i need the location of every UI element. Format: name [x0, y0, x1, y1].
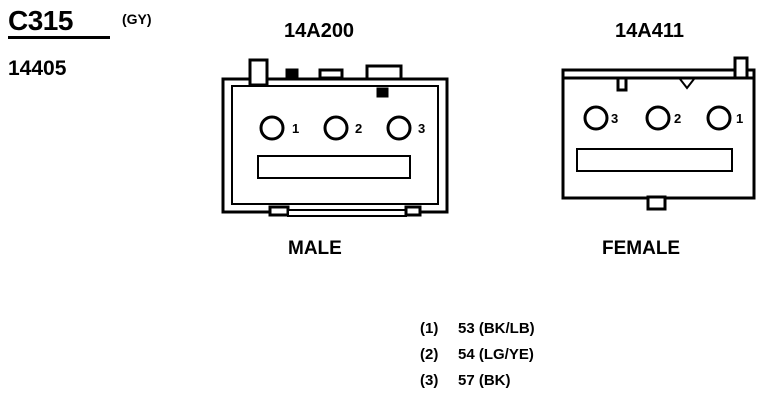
male-foot-2 — [287, 209, 407, 217]
female-pins: 3 2 1 — [583, 105, 743, 131]
male-pin-1-label: 1 — [292, 121, 299, 136]
wire-position: (1) — [420, 320, 439, 337]
male-pin-1-cavity — [259, 115, 285, 141]
male-pin-2-label: 2 — [355, 121, 362, 136]
wire-row: (1) 53 (BK/LB) — [420, 316, 535, 342]
female-pin-2-label: 2 — [674, 111, 681, 126]
male-key-4 — [376, 87, 389, 98]
wire-row: (2) 54 (LG/YE) — [420, 342, 535, 368]
connector-id-underline — [8, 36, 110, 39]
female-key-1 — [616, 76, 628, 92]
female-pin-1-cavity — [706, 105, 732, 131]
male-key-1 — [285, 68, 299, 80]
male-pin-3-label: 3 — [418, 121, 425, 136]
male-foot-3 — [404, 205, 422, 217]
female-pin-3-cavity — [583, 105, 609, 131]
female-pin-3-label: 3 — [611, 111, 618, 126]
male-connector-code: 14A200 — [284, 20, 355, 42]
female-connector-code: 14A411 — [615, 20, 684, 42]
female-foot — [646, 195, 667, 211]
male-key-2 — [318, 68, 344, 80]
wire-circuit: 54 (LG/YE) — [458, 346, 534, 363]
male-terminal-bar — [257, 155, 411, 179]
male-key-3 — [365, 64, 403, 81]
female-outer-shell — [561, 68, 756, 200]
wire-position: (2) — [420, 346, 439, 363]
wire-row: (3) 57 (BK) — [420, 368, 535, 394]
male-connector-face — [221, 58, 449, 217]
female-label: FEMALE — [602, 238, 681, 259]
wire-circuit-list: (1) 53 (BK/LB) (2) 54 (LG/YE) (3) 57 (BK) — [420, 316, 535, 394]
male-pins: 1 2 3 — [259, 115, 425, 141]
male-pin-2-cavity — [323, 115, 349, 141]
female-polarity-mark — [679, 78, 695, 90]
connector-id: C315 — [8, 5, 73, 36]
male-pin-3-cavity — [386, 115, 412, 141]
female-pin-1-label: 1 — [736, 111, 743, 126]
male-outer-shell — [221, 77, 449, 214]
male-label: MALE — [288, 238, 342, 259]
male-foot-1 — [268, 205, 290, 217]
wire-position: (3) — [420, 372, 439, 389]
wire-circuit: 53 (BK/LB) — [458, 320, 535, 337]
female-connector-face — [561, 56, 756, 211]
part-number: 14405 — [8, 57, 67, 80]
female-terminal-bar — [576, 148, 733, 172]
connector-color-code: (GY) — [122, 11, 152, 27]
male-latch — [248, 58, 269, 87]
wire-circuit: 57 (BK) — [458, 372, 511, 389]
male-inner-shell — [231, 85, 439, 205]
female-pin-2-cavity — [645, 105, 671, 131]
female-latch — [733, 56, 749, 80]
